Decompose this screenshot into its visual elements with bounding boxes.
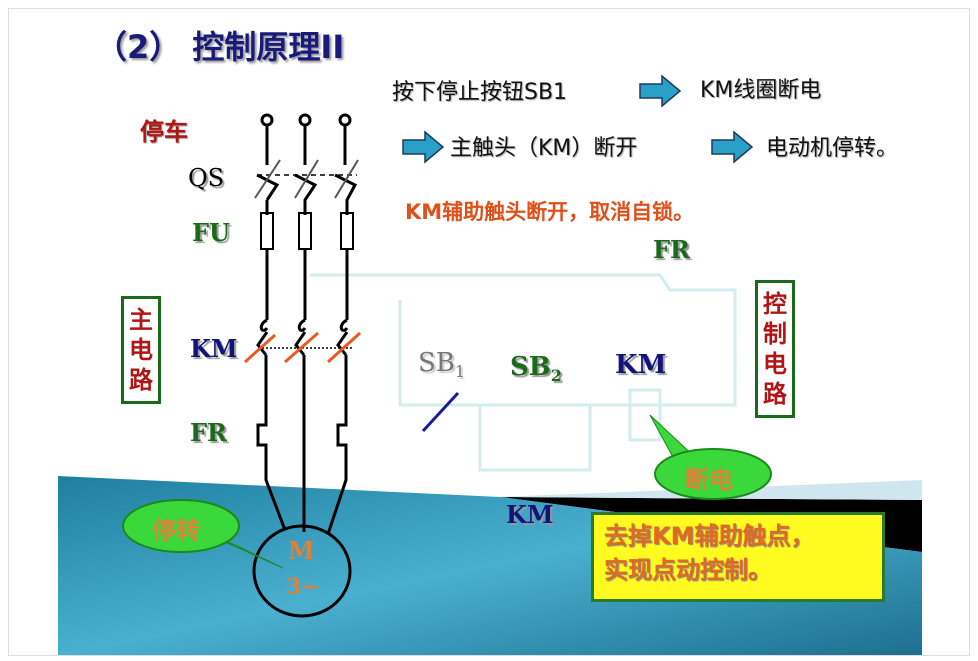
motor-circle [252,524,352,618]
terminal-l3 [338,113,352,127]
blue-wave-background [58,476,922,655]
step-km-coil-off: KM线圈断电 [700,78,822,103]
sb1-label: SB1 [418,348,466,382]
fr-control-label: FR [653,235,690,264]
arrow-icon [402,130,445,164]
km-coil-label: KM [615,350,667,380]
step-main-contact-open: 主触头（KM）断开 [450,136,638,161]
km-main-label: KM [190,334,238,363]
main-circuit-wires [252,113,358,618]
terminal-l1 [260,113,274,127]
arrow-icon [639,74,682,108]
main-circuit-box: 主电路 [121,296,161,404]
motor-phase-label: 3~ [286,574,320,600]
arrow-icon [711,130,754,164]
flow-arrows [402,74,754,164]
stopped-bubble [122,499,240,553]
slide-frame [8,8,970,656]
stopped-text: 停转 [152,517,200,545]
qs-label: QS [188,164,225,192]
page-title: （2） 控制原理II [95,28,345,66]
step-aux-contact: KM辅助触头断开，取消自锁。 [405,200,695,224]
note-line-1: 去掉KM辅助触点， [604,522,815,550]
step-motor-stop: 电动机停转。 [766,136,899,161]
sb2-label: SB2 [510,352,562,386]
power-off-bubble [654,448,772,500]
note-box: 去掉KM辅助触点， 实现点动控制。 [591,512,885,602]
terminal-l2 [298,113,312,127]
step-press-sb1: 按下停止按钮SB1 [392,80,568,105]
km-contact-arrows [243,331,362,364]
fr-main-label: FR [190,418,227,447]
km-aux-label: KM [506,500,554,529]
motor-m-label: M [288,536,315,565]
fu-label: FU [192,218,230,247]
faded-control-circuit [310,273,737,472]
note-line-2: 实现点动控制。 [604,556,772,584]
sb1-press-arrow [421,391,460,433]
power-off-text: 断电 [685,466,733,494]
stop-label: 停车 [140,118,188,146]
control-circuit-box: 控制电路 [755,280,795,418]
